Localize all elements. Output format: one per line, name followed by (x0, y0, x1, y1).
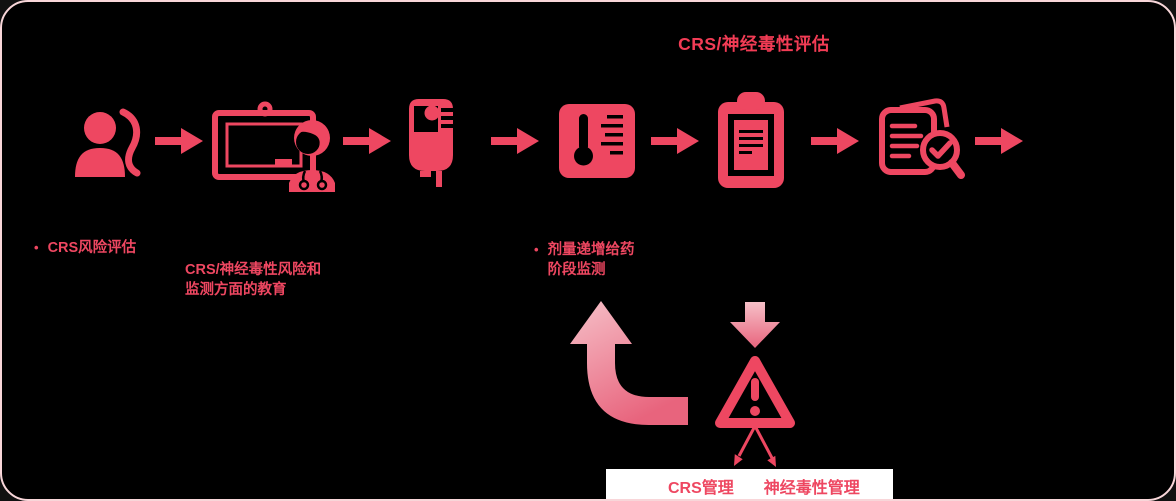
crs-risk-note-text: CRS风险评估 (47, 240, 137, 256)
document-review-check-icon (879, 98, 965, 179)
bullet-dot: • (534, 242, 539, 257)
education-note-text: CRS/神经毒性风险和 监测方面的教育 (185, 262, 322, 298)
neurotoxicity-management-label: 神经毒性管理 (763, 480, 860, 497)
dose-monitoring-note: • 剂量递增给药 阶段监测 (534, 240, 635, 280)
management-labels-box: CRS管理 神经毒性管理 (606, 469, 893, 499)
split-pointer-arrows-icon (734, 425, 776, 467)
curved-return-arrow-icon (570, 301, 688, 425)
crs-risk-note: • CRS风险评估 (34, 238, 136, 258)
clipboard-record-icon (718, 92, 784, 188)
arrow-right-icon (651, 128, 699, 154)
arrow-right-icon (491, 128, 539, 154)
education-note: CRS/神经毒性风险和 监测方面的教育 (185, 260, 321, 300)
bullet-dot: • (34, 240, 39, 255)
warning-triangle-icon (715, 356, 795, 428)
iv-bag-icon (409, 99, 453, 187)
arrow-right-icon (811, 128, 859, 154)
patient-icon (75, 108, 141, 177)
dose-monitoring-note-text: 剂量递增给药 阶段监测 (547, 242, 635, 278)
down-arrow-icon (730, 302, 780, 348)
page-title: CRS/神经毒性评估 (678, 34, 830, 54)
thermometer-chart-icon (559, 104, 635, 178)
crs-management-label: CRS管理 (668, 480, 734, 497)
education-monitor-doctor-icon (212, 101, 335, 192)
arrow-right-icon (343, 128, 391, 154)
arrow-right-icon (155, 128, 203, 154)
arrow-right-icon (975, 128, 1023, 154)
